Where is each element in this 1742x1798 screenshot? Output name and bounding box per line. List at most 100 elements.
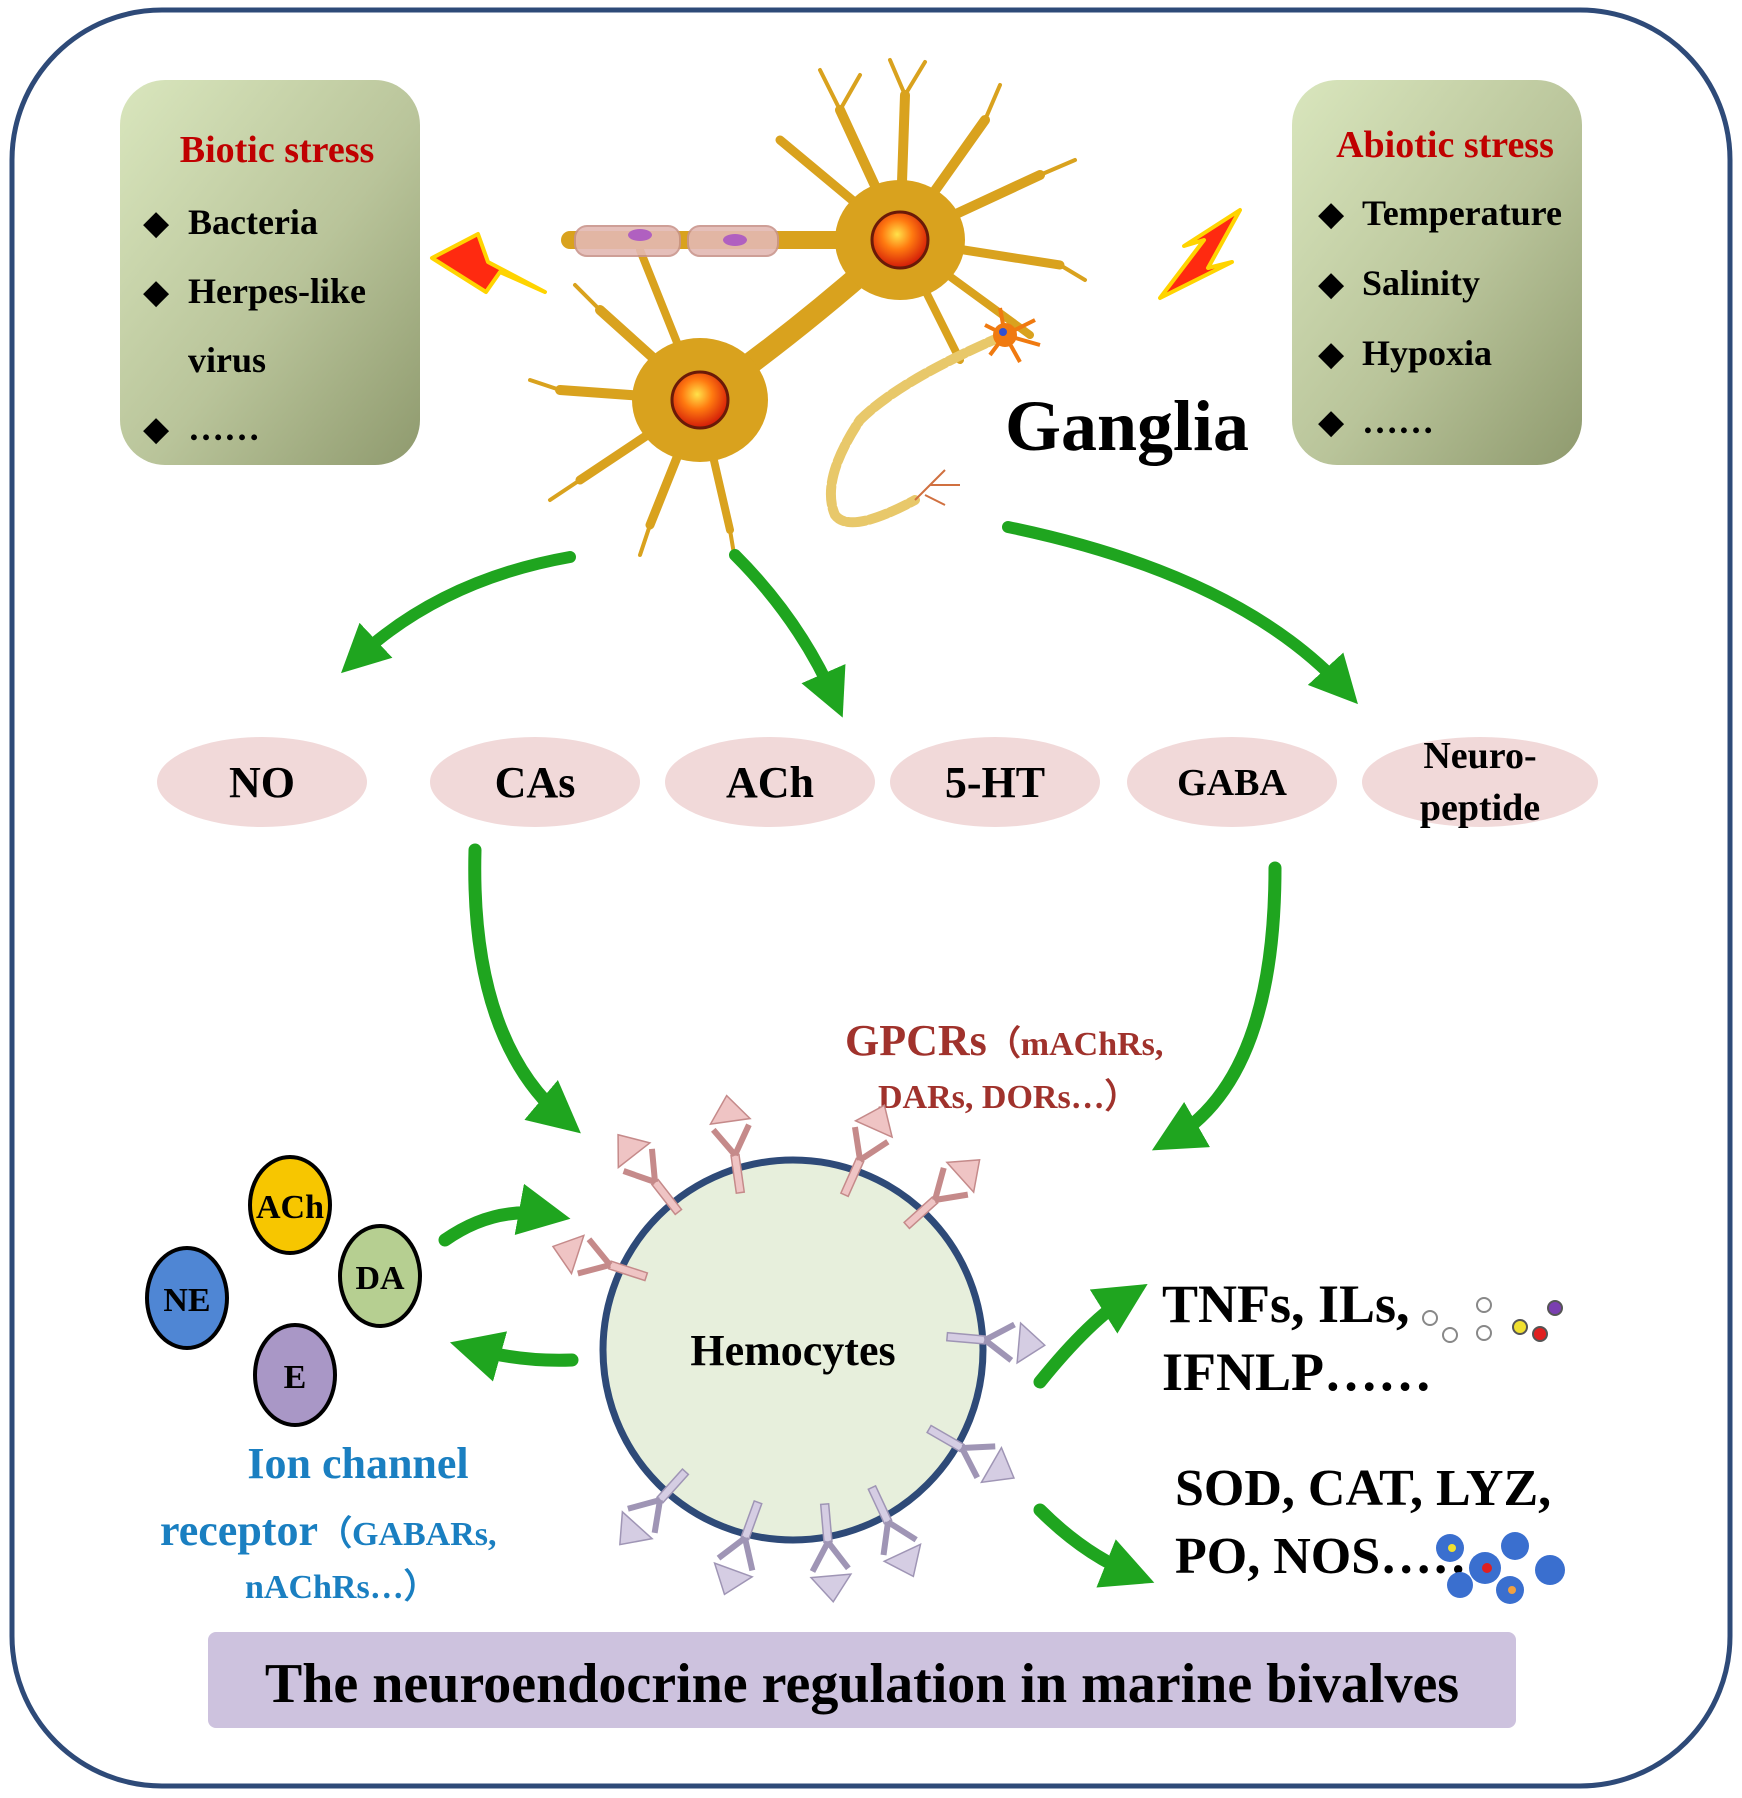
gpcrs-line1: GPCRs（mAChRs, <box>845 1016 1163 1065</box>
gpcrs-detail: （mAChRs, <box>987 1024 1164 1063</box>
receptor-icon <box>903 1159 981 1230</box>
footer-title-bar: The neuroendocrine regulation in marine … <box>208 1632 1516 1728</box>
ion-channel-line3: nAChRs…） <box>245 1567 438 1606</box>
enzymes-line2: PO, NOS…… <box>1175 1528 1484 1585</box>
arrow-to-cytokines <box>1033 1283 1148 1389</box>
abiotic-item-label: Hypoxia <box>1362 333 1492 373</box>
abiotic-item-label: Temperature <box>1362 193 1562 233</box>
arrow-cas-to-hemocytes <box>468 843 581 1134</box>
bullet-diamond-icon: ◆ <box>1318 404 1345 441</box>
ligand-ne-circle <box>145 1246 229 1350</box>
nt-ellipse-gaba <box>1127 737 1337 827</box>
nt-ellipse-neuropeptide <box>1362 737 1598 827</box>
arrow-hemocyte-to-ligands <box>449 1331 579 1382</box>
small-neuron-icon <box>984 307 1041 363</box>
nt-ellipse-ach <box>665 737 875 827</box>
ligand-cluster: ACh NE DA E <box>145 1155 422 1427</box>
nt-ellipse-5ht <box>890 737 1100 827</box>
abiotic-item-salinity: ◆ Salinity <box>1318 263 1480 303</box>
ganglia-output-arrows <box>341 521 1358 718</box>
receptor-icon <box>945 1321 1046 1365</box>
arrow-ganglia-to-no <box>341 551 576 674</box>
biotic-item-more: ◆ …… <box>143 408 260 448</box>
biotic-stress-box: Biotic stress ◆ Bacteria ◆ Herpes-like v… <box>120 80 420 465</box>
biotic-item-label: Bacteria <box>188 202 318 242</box>
cytokine-dots-icon <box>1422 1297 1563 1343</box>
abiotic-item-hypoxia: ◆ Hypoxia <box>1318 333 1492 373</box>
abiotic-stress-title: Abiotic stress <box>1336 124 1554 166</box>
membrane-receptors <box>551 1094 1046 1603</box>
output-arrows <box>1033 1283 1155 1588</box>
nt-label-neuropeptide: peptide <box>1420 787 1540 829</box>
arrow-ganglia-to-ach <box>729 549 846 718</box>
nt-label-ach: ACh <box>726 758 814 807</box>
schwann-nucleus <box>723 234 747 246</box>
ion-channel-line1: Ion channel <box>247 1439 468 1488</box>
abiotic-item-label: …… <box>1362 401 1434 441</box>
receptor-icon <box>713 1499 763 1596</box>
abiotic-item-more: ◆ …… <box>1318 401 1434 441</box>
ligand-e-circle <box>253 1323 337 1427</box>
abiotic-item-label: Salinity <box>1362 263 1480 303</box>
nt-ellipse-no <box>157 737 367 827</box>
neuron-nucleus-lower <box>670 370 730 430</box>
ganglia-label: Ganglia <box>1005 386 1249 466</box>
outer-frame <box>9 7 1733 1789</box>
lightning-bolt-left-icon <box>430 232 547 294</box>
biotic-item-label: Herpes-like <box>188 271 366 311</box>
receptor-icon <box>619 1468 690 1546</box>
gpcrs-label: GPCRs（mAChRs, DARs, DORs…） <box>845 1016 1163 1116</box>
neuron-nucleus-upper <box>870 210 930 270</box>
ion-channel-detail: （GABARs, <box>318 1514 497 1553</box>
ligand-da-label: DA <box>355 1260 405 1297</box>
nt-label-no: NO <box>229 758 295 807</box>
gpcrs-line2: DARs, DORs…） <box>878 1077 1139 1116</box>
bullet-diamond-icon: ◆ <box>143 411 170 448</box>
bullet-diamond-icon: ◆ <box>1318 266 1345 303</box>
nt-label-gaba: GABA <box>1177 762 1287 804</box>
receptor-icon <box>551 1234 649 1282</box>
arrow-gaba-to-hemocytes <box>1151 861 1282 1151</box>
hemocyte-cell: Hemocytes <box>599 1156 987 1544</box>
neurotransmitter-row: NO CAs ACh 5-HT GABA Neuro- peptide <box>157 735 1598 829</box>
ganglia-neuron-illustration <box>528 58 1087 562</box>
receptor-icon <box>809 1502 853 1603</box>
ligand-e-label: E <box>284 1359 307 1396</box>
bullet-diamond-icon: ◆ <box>143 205 170 242</box>
hemocytes-label: Hemocytes <box>690 1326 895 1375</box>
ligand-ne-label: NE <box>163 1282 210 1319</box>
receptor-icon <box>839 1104 894 1198</box>
abiotic-item-temperature: ◆ Temperature <box>1318 193 1562 233</box>
receptor-icon <box>867 1484 922 1578</box>
nt-label-neuropeptide: Neuro- <box>1423 735 1536 777</box>
biotic-stress-title: Biotic stress <box>180 129 375 171</box>
small-myelinated-axon <box>825 330 1010 528</box>
nt-ellipse-cas <box>430 737 640 827</box>
bullet-diamond-icon: ◆ <box>143 274 170 311</box>
enzymes-line1: SOD, CAT, LYZ, <box>1175 1460 1551 1517</box>
enzyme-gears-icon <box>1436 1532 1565 1604</box>
ligand-ach-circle <box>248 1155 332 1255</box>
nt-label-cas: CAs <box>495 758 576 807</box>
biotic-item-herpes: ◆ Herpes-like virus <box>143 271 366 380</box>
receptor-icon <box>617 1133 683 1216</box>
small-axon-terminal <box>914 469 960 506</box>
arrow-ganglia-to-gaba <box>1002 521 1358 705</box>
gpcrs-title: GPCRs <box>845 1016 987 1065</box>
biotic-item-bacteria: ◆ Bacteria <box>143 202 318 242</box>
hemocyte-membrane <box>599 1156 987 1544</box>
ligand-arrows <box>438 1183 579 1382</box>
myelin-sheath <box>574 225 681 257</box>
bullet-diamond-icon: ◆ <box>1318 196 1345 233</box>
cytokines-line1: TNFs, ILs, <box>1162 1274 1410 1334</box>
arrow-ligands-to-hemocyte <box>438 1183 571 1247</box>
nt-label-5ht: 5-HT <box>945 758 1045 807</box>
ion-channel-line2: receptor（GABARs, <box>160 1506 497 1555</box>
receptor-icon <box>926 1424 1016 1484</box>
cytokines-line2: IFNLP…… <box>1162 1342 1432 1402</box>
nt-to-hemocyte-arrows <box>468 843 1282 1151</box>
biotic-item-label: …… <box>188 408 260 448</box>
footer-title: The neuroendocrine regulation in marine … <box>265 1653 1459 1715</box>
biotic-item-label: virus <box>188 340 266 380</box>
